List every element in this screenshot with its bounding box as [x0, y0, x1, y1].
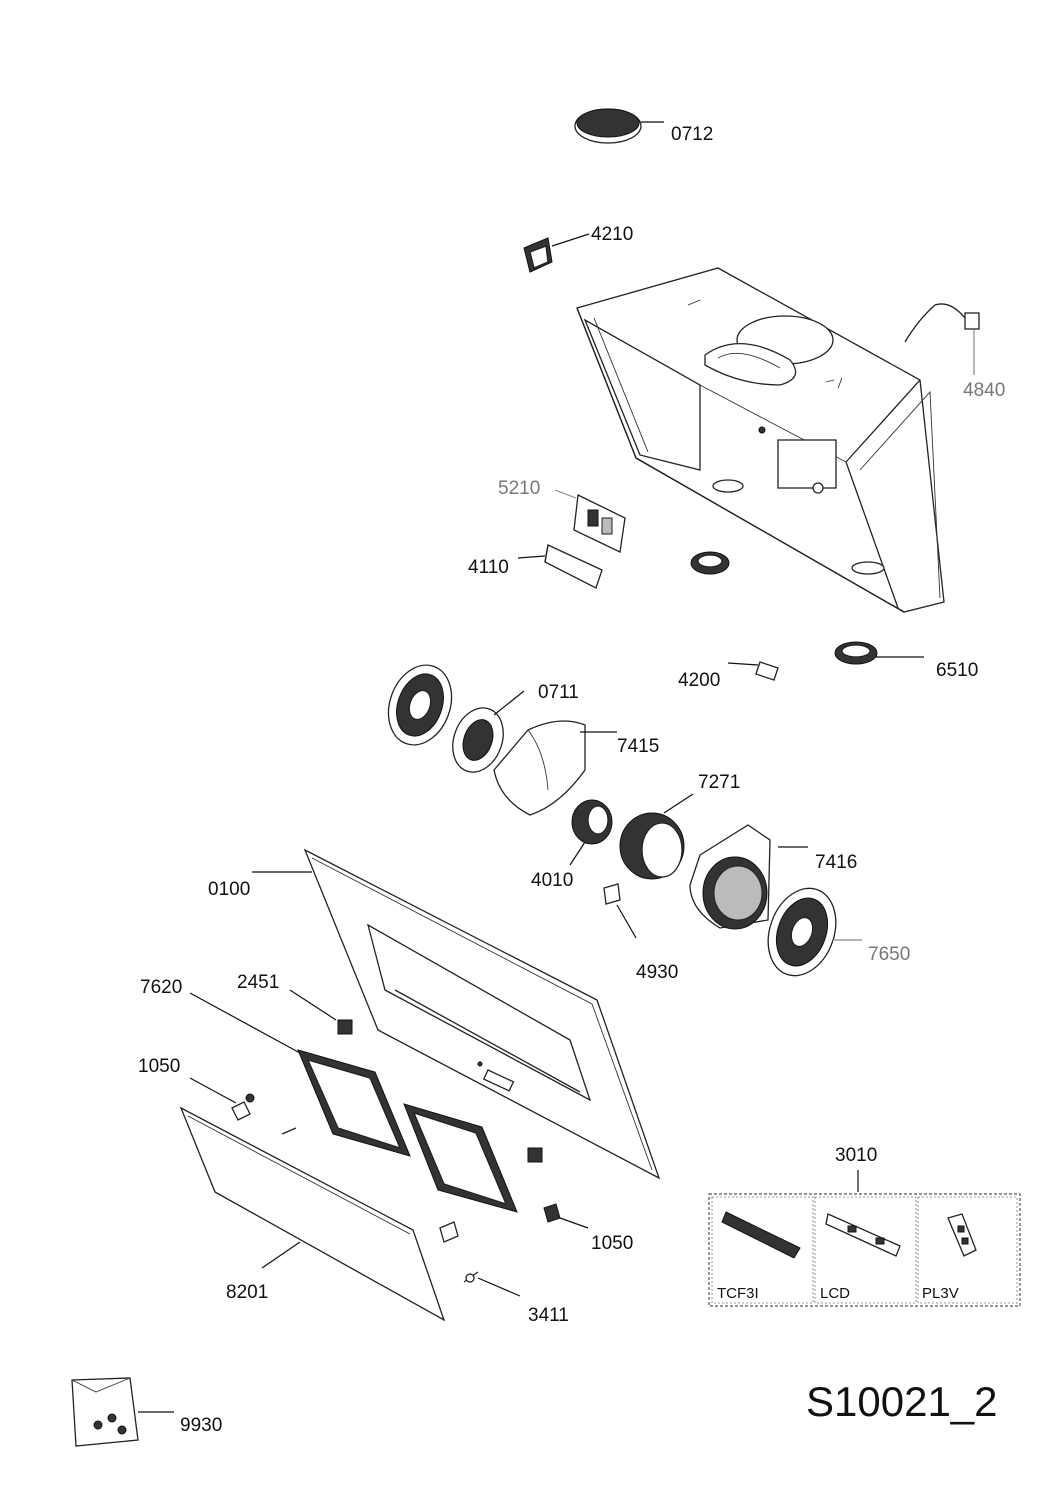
leader-4210 [551, 233, 590, 247]
kit-label-tcf3i: TCF3I [717, 1285, 759, 1302]
part-7650-carbon-filter[interactable]: 7650 [757, 879, 911, 985]
leader-8201 [261, 1241, 301, 1269]
part-0100-front-panel[interactable]: 0100 [208, 848, 661, 1180]
kit-option-pl3v[interactable]: PL3V [922, 1213, 977, 1302]
label-3010: 3010 [835, 1145, 877, 1166]
leader-3411 [477, 1277, 521, 1297]
part-hood-body[interactable] [576, 267, 945, 613]
drawing-id: S10021_2 [806, 1378, 998, 1425]
part-5210-control-board[interactable]: 5210 [498, 478, 626, 553]
label-4110: 4110 [468, 557, 509, 578]
part-6510-lamp-holder[interactable]: 6510 [834, 641, 978, 681]
part-4210-switch[interactable]: 4210 [523, 224, 633, 273]
label-0712: 0712 [671, 124, 713, 145]
label-7650: 7650 [868, 944, 910, 965]
label-0711: 0711 [538, 682, 579, 703]
label-4010: 4010 [531, 870, 573, 891]
part-7415-scroll-housing[interactable]: 7415 [493, 720, 659, 816]
leader-1050a [189, 1077, 237, 1104]
label-3411: 3411 [528, 1305, 569, 1326]
part-3411-pin[interactable]: 3411 [463, 1271, 569, 1326]
part-4110-board-cover[interactable]: 4110 [468, 544, 603, 589]
part-9930-screw-bag[interactable]: 9930 [71, 1377, 222, 1447]
label-6510: 6510 [936, 660, 978, 681]
label-5210: 5210 [498, 478, 540, 499]
part-4840-power-cable[interactable]: 4840 [904, 303, 1005, 401]
kit-label-pl3v: PL3V [922, 1285, 959, 1302]
label-4840: 4840 [963, 380, 1005, 401]
label-9930: 9930 [180, 1415, 222, 1436]
label-7416: 7416 [815, 852, 857, 873]
kit-option-tcf3i[interactable]: TCF3I [717, 1211, 801, 1302]
kit-label-lcd: LCD [820, 1285, 850, 1302]
part-4930-connector[interactable]: 4930 [603, 883, 678, 983]
part-1050-bracket[interactable]: 1050 [439, 1203, 633, 1254]
leader-4200 [727, 662, 759, 666]
label-8201: 8201 [226, 1282, 268, 1303]
label-7415: 7415 [617, 736, 659, 757]
leader-4110 [517, 555, 546, 559]
part-7271-impeller[interactable]: 7271 [619, 772, 740, 880]
part-7620-grease-filters[interactable]: 7620 [140, 977, 518, 1213]
label-1050a: 1050 [138, 1056, 180, 1077]
label-2451: 2451 [237, 972, 279, 993]
part-carbon-filter-left[interactable] [378, 656, 462, 754]
part-3010-control-kit[interactable]: 3010 TCF3I LCD PL3V [708, 1145, 1021, 1307]
label-7271: 7271 [698, 772, 740, 793]
part-7416-fan-housing[interactable]: 7416 [689, 824, 857, 930]
label-7620: 7620 [140, 977, 182, 998]
leader-2451 [289, 989, 337, 1021]
part-0711-filter-adapter[interactable]: 0711 [444, 682, 579, 779]
part-0712-filter-disc[interactable]: 0712 [574, 108, 713, 145]
leader-0711 [493, 690, 525, 716]
part-light-ring[interactable] [690, 551, 730, 575]
part-8201-glass-panel[interactable]: 8201 [179, 1106, 446, 1322]
label-1050b: 1050 [591, 1233, 633, 1254]
part-4200-lamp[interactable]: 4200 [678, 661, 779, 691]
label-4930: 4930 [636, 962, 678, 983]
leader-7620 [189, 992, 301, 1054]
leader-5210 [554, 489, 577, 499]
kit-option-lcd[interactable]: LCD [820, 1213, 901, 1302]
label-4210: 4210 [591, 224, 633, 245]
part-4010-motor[interactable]: 4010 [531, 799, 613, 891]
part-2451-clip[interactable]: 2451 [237, 972, 543, 1163]
part-1050-screws[interactable]: 1050 [138, 1056, 297, 1135]
label-0100: 0100 [208, 879, 250, 900]
leader-4010 [569, 841, 586, 866]
leader-1050b [559, 1217, 589, 1229]
leader-7271 [663, 793, 694, 814]
leader-4930 [616, 904, 637, 939]
label-4200: 4200 [678, 670, 720, 691]
